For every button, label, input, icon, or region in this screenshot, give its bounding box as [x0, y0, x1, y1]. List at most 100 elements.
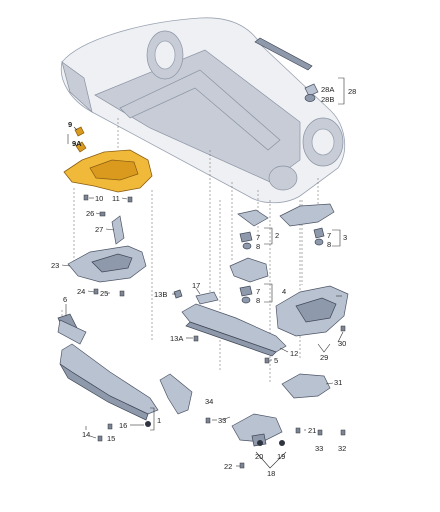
rear-wheel-rim	[154, 40, 176, 70]
front-left-wheel	[268, 165, 298, 191]
callout-17: 17	[192, 281, 200, 290]
callout-3: 3	[343, 233, 347, 242]
bolt-15	[97, 435, 103, 442]
bolt-16	[107, 423, 113, 430]
callout-19: 19	[277, 452, 285, 461]
part-29-engine-shield	[275, 285, 349, 337]
bolt-25	[119, 290, 125, 297]
callout-14: 14	[82, 430, 90, 439]
part-6-14-side-shield	[57, 313, 159, 421]
callout-18: 18	[267, 469, 275, 478]
bracket-34	[159, 373, 193, 415]
leader-lines	[61, 126, 344, 467]
callout-27: 27	[95, 225, 103, 234]
clip-4-7	[239, 285, 253, 297]
bracket-4	[229, 257, 269, 283]
callout-6: 6	[63, 295, 67, 304]
callout-9: 9	[68, 120, 72, 129]
bracket-17	[195, 291, 219, 305]
callout-30: 30	[338, 339, 346, 348]
callout-10: 10	[95, 194, 103, 203]
bolt-33a	[205, 417, 211, 424]
trim-strip	[254, 37, 313, 71]
bolt-32	[340, 429, 346, 436]
part-4-bracket	[229, 257, 269, 304]
clip-3-7	[313, 227, 325, 239]
bolt-22	[239, 462, 245, 469]
callout-11: 11	[112, 194, 120, 203]
highlighted-clip-9a	[75, 141, 87, 153]
part-2-bracket	[237, 209, 269, 250]
callout-32: 32	[338, 444, 346, 453]
shield-23-rib	[91, 253, 133, 273]
bolt-30	[340, 325, 346, 332]
clip-28b	[304, 94, 316, 102]
callout-16: 16	[119, 421, 127, 430]
part-23-shield	[67, 245, 147, 283]
bolt-11	[127, 196, 133, 203]
callout-13b: 13B	[154, 290, 167, 299]
part-9-rear-underbody-shield	[63, 126, 153, 193]
part-18-bracket	[231, 413, 283, 447]
nut-4-8	[241, 296, 251, 304]
callout-4: 4	[282, 287, 286, 296]
bolt-13a	[193, 335, 199, 342]
part-12-floor-shield	[173, 289, 287, 357]
bolt-21	[295, 427, 301, 434]
callout-1: 1	[157, 416, 161, 425]
highlighted-clip-9	[74, 126, 85, 137]
nut-2-8	[242, 242, 252, 250]
callout-25: 25	[100, 289, 108, 298]
part-3-shield	[279, 203, 335, 246]
underbody-floor	[94, 49, 301, 183]
callout-26: 26	[86, 209, 94, 218]
engine-shield-29-rib	[295, 297, 337, 323]
screw-26	[99, 211, 106, 217]
callout-20: 20	[255, 452, 263, 461]
bracket-27	[111, 215, 125, 245]
callout-8b: 8	[327, 240, 331, 249]
callout-8c: 8	[256, 296, 260, 305]
callout-2: 2	[275, 231, 279, 240]
callout-13a: 13A	[170, 334, 183, 343]
callout-34: 34	[205, 397, 213, 406]
callout-31: 31	[334, 378, 342, 387]
callout-21: 21	[308, 426, 316, 435]
bolt-33b	[317, 429, 323, 436]
callout-labels: 9 9A 10 11 26 27 23 24 25 6 14 15 16 1 1…	[51, 85, 356, 478]
vehicle-underbody	[60, 17, 345, 204]
front-wheel-rim	[311, 128, 335, 156]
bracket-18	[231, 413, 283, 443]
bolt-10	[83, 194, 89, 201]
callout-15: 15	[107, 434, 115, 443]
rear-bumper	[61, 61, 93, 114]
panel-under-6	[57, 319, 87, 345]
callout-23: 23	[51, 261, 59, 270]
long-side-shield-14-edge	[59, 363, 149, 421]
callout-8a: 8	[256, 242, 260, 251]
callout-9a: 9A	[72, 139, 82, 148]
nut-3-8	[314, 238, 324, 246]
floor-shield-12-edge	[185, 321, 277, 357]
clip-13b	[173, 289, 183, 299]
part-27-bracket	[111, 215, 125, 245]
callout-33b: 33	[315, 444, 323, 453]
nut-20	[257, 440, 263, 446]
part-34-bracket	[159, 373, 193, 415]
highlighted-shield-ridge	[89, 159, 139, 181]
callout-28: 28	[348, 87, 356, 96]
bolt-12	[264, 357, 270, 364]
exhaust-tunnel	[119, 69, 281, 151]
callout-12: 12	[290, 349, 298, 358]
callout-28a: 28A	[321, 85, 334, 94]
callout-28b: 28B	[321, 95, 334, 104]
callout-33a: 33	[218, 416, 226, 425]
bolt-24	[93, 288, 99, 295]
clip-28a	[304, 83, 319, 97]
bracket-2	[237, 209, 269, 227]
callout-29: 29	[320, 353, 328, 362]
clip-2-7	[239, 231, 253, 243]
hardware	[83, 194, 346, 469]
